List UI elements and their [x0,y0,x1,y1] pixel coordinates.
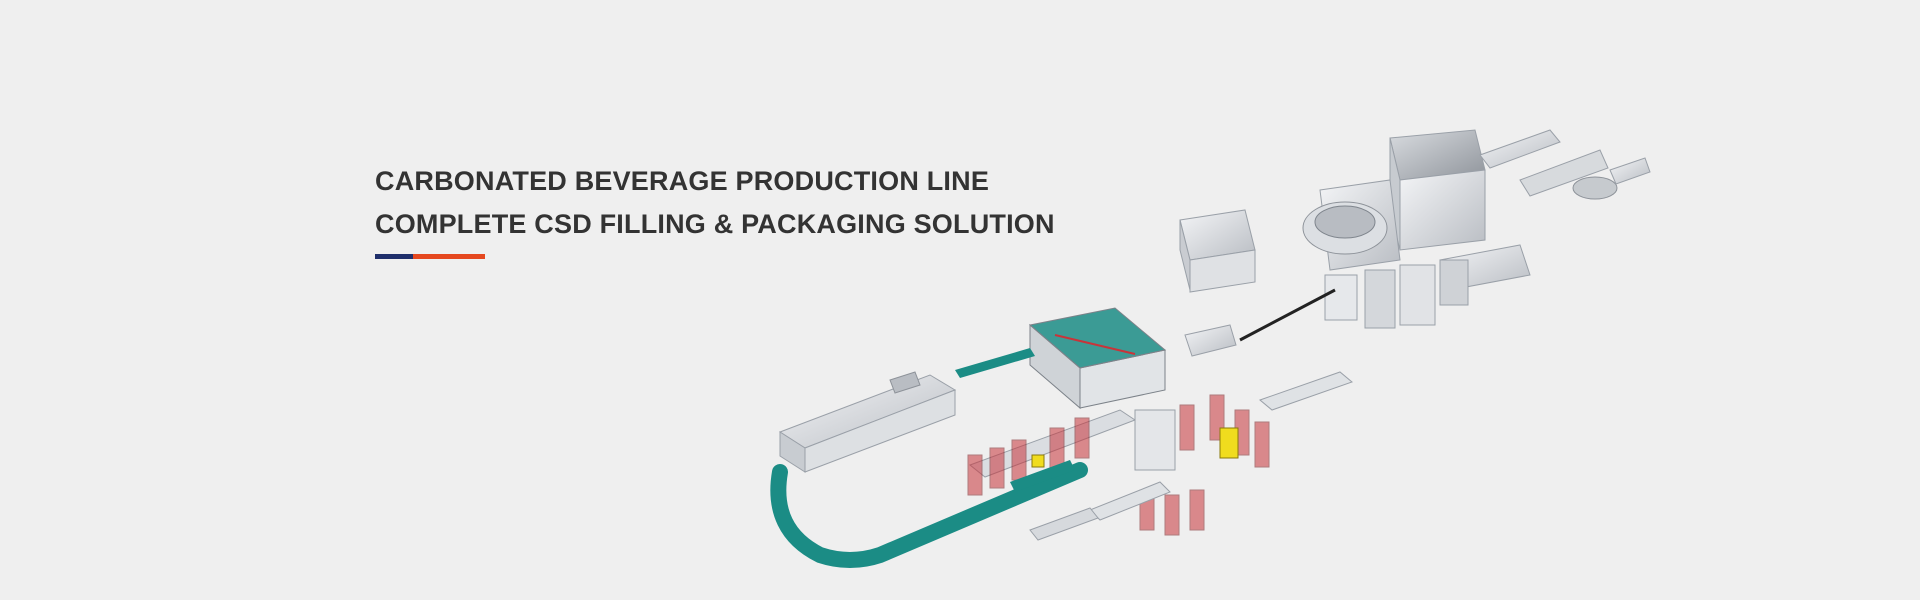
hero-title: CARBONATED BEVERAGE PRODUCTION LINE COMP… [375,160,1055,246]
labeler-machine [1179,209,1256,293]
teal-conveyor-upper [955,348,1035,378]
hero-title-line-1: CARBONATED BEVERAGE PRODUCTION LINE [375,166,990,196]
bottle-conveyor [1239,288,1336,342]
preform-feeder [1479,129,1651,200]
accent-navy-segment [375,254,413,259]
packaging-area [967,371,1353,541]
teal-conveyor-curve [770,462,1088,568]
inspector-unit [1184,324,1237,357]
accent-orange-segment [413,254,485,259]
title-accent-underline [375,254,485,259]
glass-enclosure [1028,307,1167,410]
hero-title-line-2: COMPLETE CSD FILLING & PACKAGING SOLUTIO… [375,209,1055,239]
filler-machine [1302,129,1531,329]
tunnel-pasteurizer [778,371,957,473]
production-line-illustration-icon [770,129,1651,568]
